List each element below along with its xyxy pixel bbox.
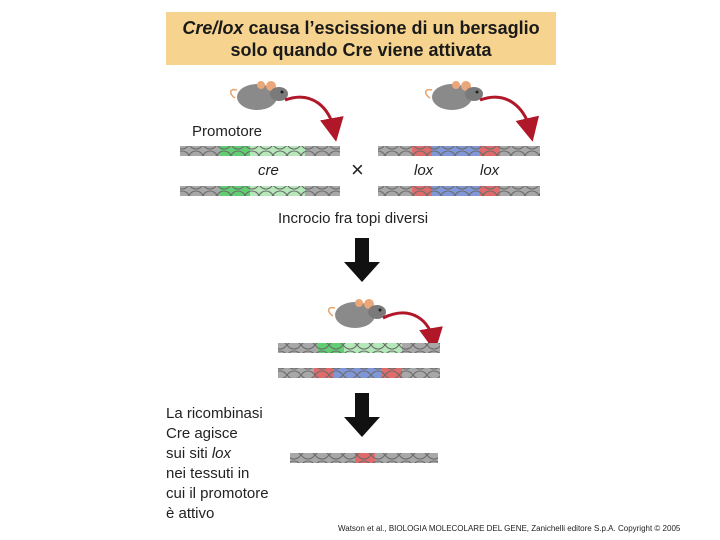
- dna-offspring-lox: [278, 368, 440, 378]
- title-line-1-rest: causa l’escissione di un bersaglio: [243, 17, 540, 38]
- caption-line-3-pre: sui siti: [166, 445, 212, 462]
- mouse-icon-cre: [230, 81, 288, 110]
- cross-caption: Incrocio fra topi diversi: [278, 210, 429, 227]
- title-box: Cre/lox causa l’escissione di un bersagl…: [166, 12, 556, 65]
- down-arrow-1: [344, 238, 380, 282]
- title-line-2: solo quando Cre viene attivata: [230, 39, 492, 60]
- mouse-icon-lox: [425, 81, 483, 110]
- dna-offspring-cre: [278, 343, 440, 353]
- copyright-credit: Watson et al., BIOLOGIA MOLECOLARE DEL G…: [338, 524, 681, 533]
- dna-lox-bottom: [378, 186, 540, 196]
- dna-cre-top: [180, 146, 340, 156]
- caption-line-6: è attivo: [166, 505, 215, 522]
- mouse-icon-offspring: [328, 299, 386, 328]
- title-cre-lox: Cre/lox: [182, 17, 244, 38]
- dna-excised: [290, 453, 438, 463]
- caption-line-2: Cre agisce: [166, 425, 238, 442]
- red-arrow-cre: [284, 95, 344, 142]
- recombinase-caption: La ricombinasi Cre agisce sui siti lox n…: [166, 404, 286, 524]
- lox-label-left: lox: [414, 162, 434, 179]
- title-line-1: Cre/lox causa l’escissione di un bersagl…: [182, 17, 539, 39]
- caption-line-5: cui il promotore: [166, 485, 269, 502]
- caption-line-1: La ricombinasi: [166, 405, 263, 422]
- cross-symbol: ×: [351, 157, 364, 182]
- cre-label: cre: [258, 162, 279, 179]
- promoter-label: Promotore: [192, 123, 263, 140]
- lox-label-right: lox: [480, 162, 500, 179]
- red-arrow-lox: [479, 95, 540, 142]
- dna-lox-top: [378, 146, 540, 156]
- dna-cre-bottom: [180, 186, 340, 196]
- caption-line-4: nei tessuti in: [166, 465, 250, 482]
- caption-line-3-lox: lox: [211, 445, 232, 462]
- caption-line-3: sui siti lox: [166, 444, 286, 464]
- red-arrow-offspring: [382, 311, 443, 352]
- down-arrow-2: [344, 393, 380, 437]
